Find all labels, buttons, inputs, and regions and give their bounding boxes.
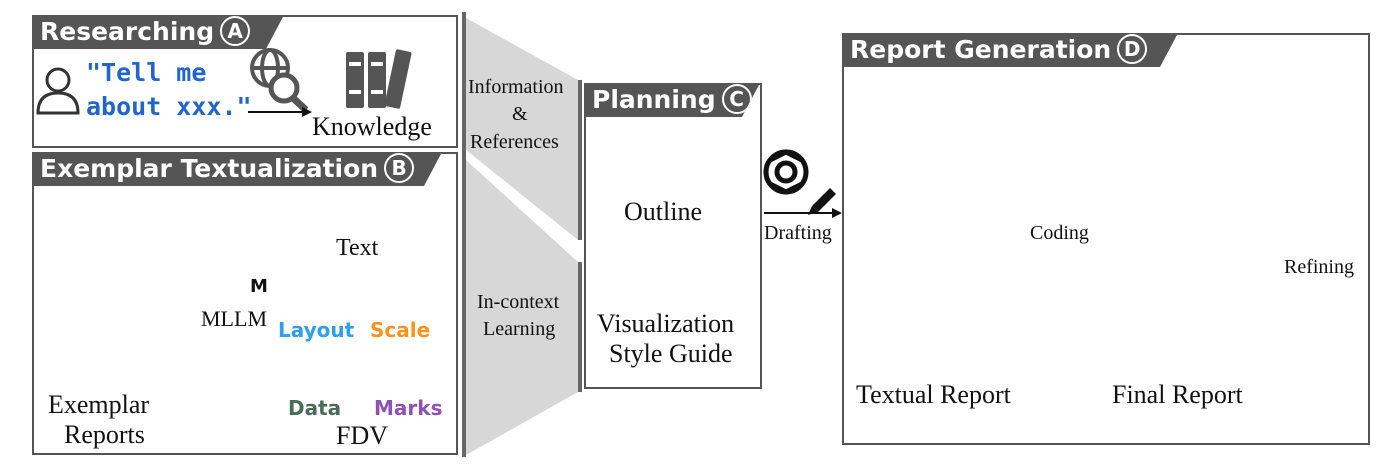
scale-label: Scale bbox=[370, 318, 431, 342]
refining-label: Refining bbox=[1284, 256, 1354, 278]
info-label-line3: References bbox=[470, 131, 559, 153]
data-label: Data bbox=[288, 396, 342, 420]
planning-panel bbox=[584, 83, 762, 389]
learning-label-line1: In-context bbox=[477, 291, 560, 313]
researching-title: Researching bbox=[40, 17, 215, 46]
info-funnel bbox=[466, 18, 578, 240]
exemplar-panel bbox=[32, 152, 458, 455]
knowledge-label: Knowledge bbox=[312, 112, 432, 141]
pencil-icon bbox=[808, 188, 836, 215]
final-report-label: Final Report bbox=[1112, 380, 1243, 409]
openai-logo-drafting bbox=[763, 149, 809, 195]
report-title: Report Generation bbox=[850, 35, 1112, 64]
learning-funnel bbox=[466, 160, 578, 455]
info-label-line1: Information bbox=[468, 76, 564, 98]
report-panel bbox=[842, 33, 1370, 445]
exemplar-reports-line1: Exemplar bbox=[48, 390, 150, 419]
exemplar-reports-line2: Reports bbox=[64, 420, 145, 449]
planning-separator-bottom bbox=[578, 262, 582, 392]
person-icon bbox=[36, 67, 80, 115]
style-guide-line1: Visualization bbox=[597, 309, 735, 338]
textual-report-label: Textual Report bbox=[856, 380, 1011, 409]
coding-label: Coding bbox=[1030, 222, 1089, 244]
outline-label: Outline bbox=[624, 197, 702, 226]
report-letter: D bbox=[1117, 34, 1147, 64]
planning-letter: C bbox=[722, 84, 752, 114]
info-label-line2: & bbox=[512, 103, 528, 125]
user-query-line2: about xxx." bbox=[86, 92, 252, 121]
bookshelf-icon bbox=[346, 49, 412, 109]
knowledge-arrow bbox=[248, 107, 312, 117]
text-label: Text bbox=[336, 235, 379, 261]
researching-letter: A bbox=[220, 16, 250, 46]
style-guide-line2: Style Guide bbox=[609, 339, 733, 368]
drafting-label: Drafting bbox=[764, 222, 832, 244]
planning-separator-top bbox=[578, 80, 582, 240]
drafting-arrow bbox=[764, 208, 842, 218]
exemplar-letter: B bbox=[384, 153, 414, 183]
planning-title: Planning bbox=[592, 85, 716, 114]
learning-label-line2: Learning bbox=[483, 318, 556, 340]
left-separator bbox=[462, 12, 466, 457]
fdv-label: FDV bbox=[336, 421, 389, 450]
marks-label: Marks bbox=[374, 396, 443, 420]
exemplar-title: Exemplar Textualization bbox=[40, 154, 379, 183]
user-query-line1: "Tell me bbox=[86, 58, 207, 87]
mllm-badge: M bbox=[250, 276, 268, 297]
layout-label: Layout bbox=[278, 318, 355, 342]
mllm-label: MLLM bbox=[201, 306, 267, 331]
globe-search-icon bbox=[250, 48, 309, 113]
